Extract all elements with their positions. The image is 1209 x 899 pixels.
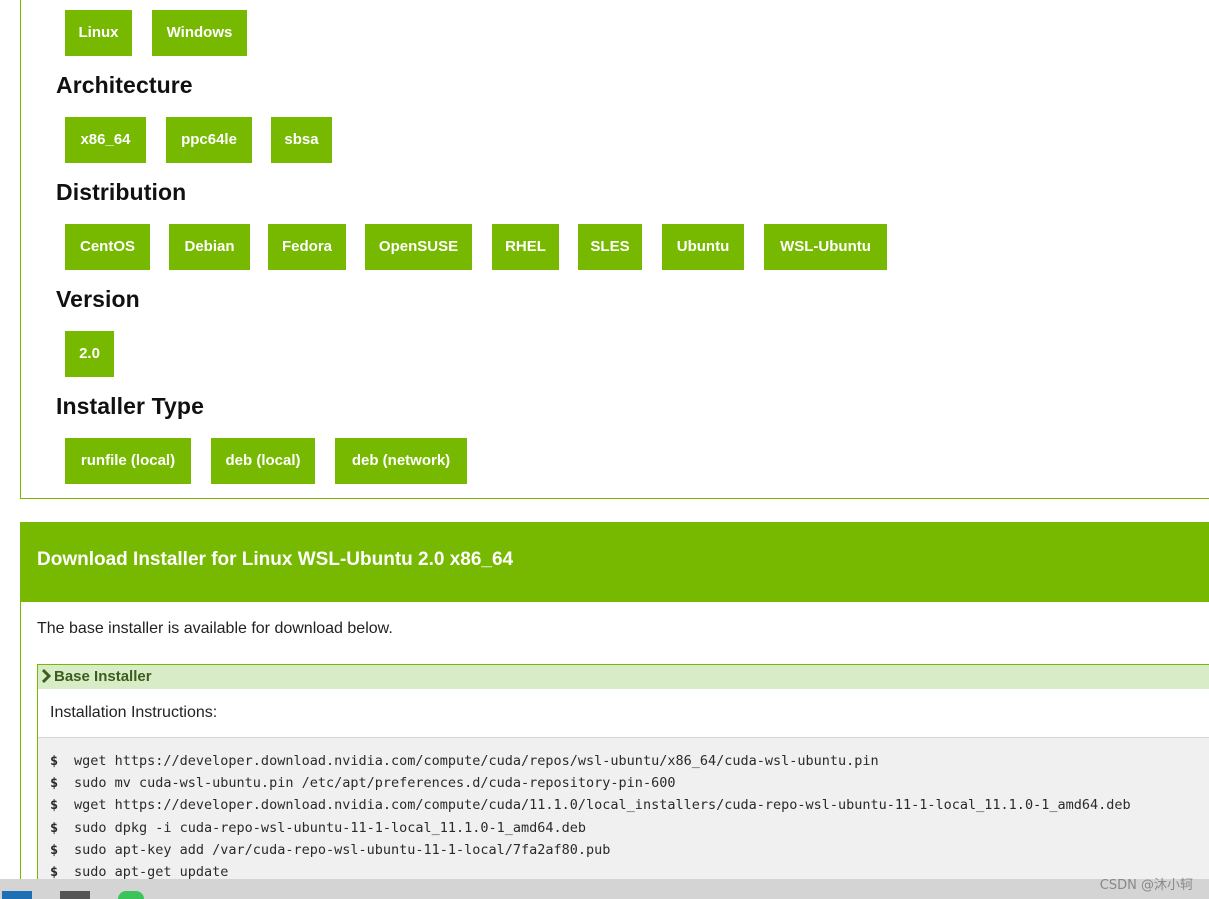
command-line: $ wget https://developer.download.nvidia.… <box>50 753 879 769</box>
dist-wsl-ubuntu-button[interactable]: WSL-Ubuntu <box>764 224 887 270</box>
dist-sles-button[interactable]: SLES <box>578 224 642 270</box>
download-panel: Download Installer for Linux WSL-Ubuntu … <box>20 522 1209 882</box>
taskbar-app-icon[interactable] <box>2 891 32 899</box>
dist-opensuse-button[interactable]: OpenSUSE <box>365 224 472 270</box>
arch-x86-64-button[interactable]: x86_64 <box>65 117 146 163</box>
prompt: $ <box>50 864 59 880</box>
command-text: sudo mv cuda-wsl-ubuntu.pin /etc/apt/pre… <box>74 775 676 791</box>
base-installer-toggle[interactable]: Base Installer <box>38 665 1209 689</box>
version-2-0-button[interactable]: 2.0 <box>65 331 114 377</box>
installer-deb-local-button[interactable]: deb (local) <box>211 438 315 484</box>
os-linux-button[interactable]: Linux <box>65 10 132 56</box>
dist-fedora-button[interactable]: Fedora <box>268 224 346 270</box>
command-line: $ sudo dpkg -i cuda-repo-wsl-ubuntu-11-1-… <box>50 820 586 836</box>
watermark: CSDN @沐小轲 <box>1099 878 1193 893</box>
selector-panel <box>20 0 1209 499</box>
installation-instructions-label: Installation Instructions: <box>50 704 218 721</box>
command-text: wget https://developer.download.nvidia.c… <box>74 797 1131 813</box>
command-block[interactable]: $ wget https://developer.download.nvidia.… <box>38 737 1209 882</box>
dist-rhel-button[interactable]: RHEL <box>492 224 559 270</box>
base-installer-title: Base Installer <box>54 668 152 685</box>
prompt: $ <box>50 842 59 858</box>
installer-runfile-local-button[interactable]: runfile (local) <box>65 438 191 484</box>
download-description: The base installer is available for down… <box>37 620 393 637</box>
base-installer-accordion: Base Installer Installation Instructions… <box>37 664 1209 882</box>
architecture-title: Architecture <box>56 72 193 98</box>
command-text: wget https://developer.download.nvidia.c… <box>74 753 879 769</box>
prompt: $ <box>50 775 59 791</box>
command-text: sudo dpkg -i cuda-repo-wsl-ubuntu-11-1-l… <box>74 820 587 836</box>
command-line: $ sudo apt-key add /var/cuda-repo-wsl-ubu… <box>50 842 610 858</box>
dist-centos-button[interactable]: CentOS <box>65 224 150 270</box>
os-windows-button[interactable]: Windows <box>152 10 247 56</box>
download-title: Download Installer for Linux WSL-Ubuntu … <box>37 549 514 570</box>
arch-ppc64le-button[interactable]: ppc64le <box>166 117 252 163</box>
distribution-title: Distribution <box>56 179 187 205</box>
command-line: $ wget https://developer.download.nvidia.… <box>50 797 1131 813</box>
prompt: $ <box>50 820 59 836</box>
arch-sbsa-button[interactable]: sbsa <box>271 117 332 163</box>
command-text: sudo apt-get update <box>74 864 229 880</box>
dist-ubuntu-button[interactable]: Ubuntu <box>662 224 744 270</box>
command-line: $ sudo mv cuda-wsl-ubuntu.pin /etc/apt/pr… <box>50 775 675 791</box>
dist-debian-button[interactable]: Debian <box>169 224 250 270</box>
installer-deb-network-button[interactable]: deb (network) <box>335 438 467 484</box>
prompt: $ <box>50 797 59 813</box>
taskbar-app-icon[interactable] <box>60 891 90 899</box>
command-text: sudo apt-key add /var/cuda-repo-wsl-ubun… <box>74 842 611 858</box>
prompt: $ <box>50 753 59 769</box>
installer-type-title: Installer Type <box>56 393 204 419</box>
command-line: $ sudo apt-get update <box>50 864 228 880</box>
chevron-right-icon <box>41 668 51 684</box>
download-header: Download Installer for Linux WSL-Ubuntu … <box>21 522 1209 602</box>
version-title: Version <box>56 286 140 312</box>
taskbar-app-icon[interactable] <box>118 891 144 899</box>
taskbar <box>0 879 1209 899</box>
